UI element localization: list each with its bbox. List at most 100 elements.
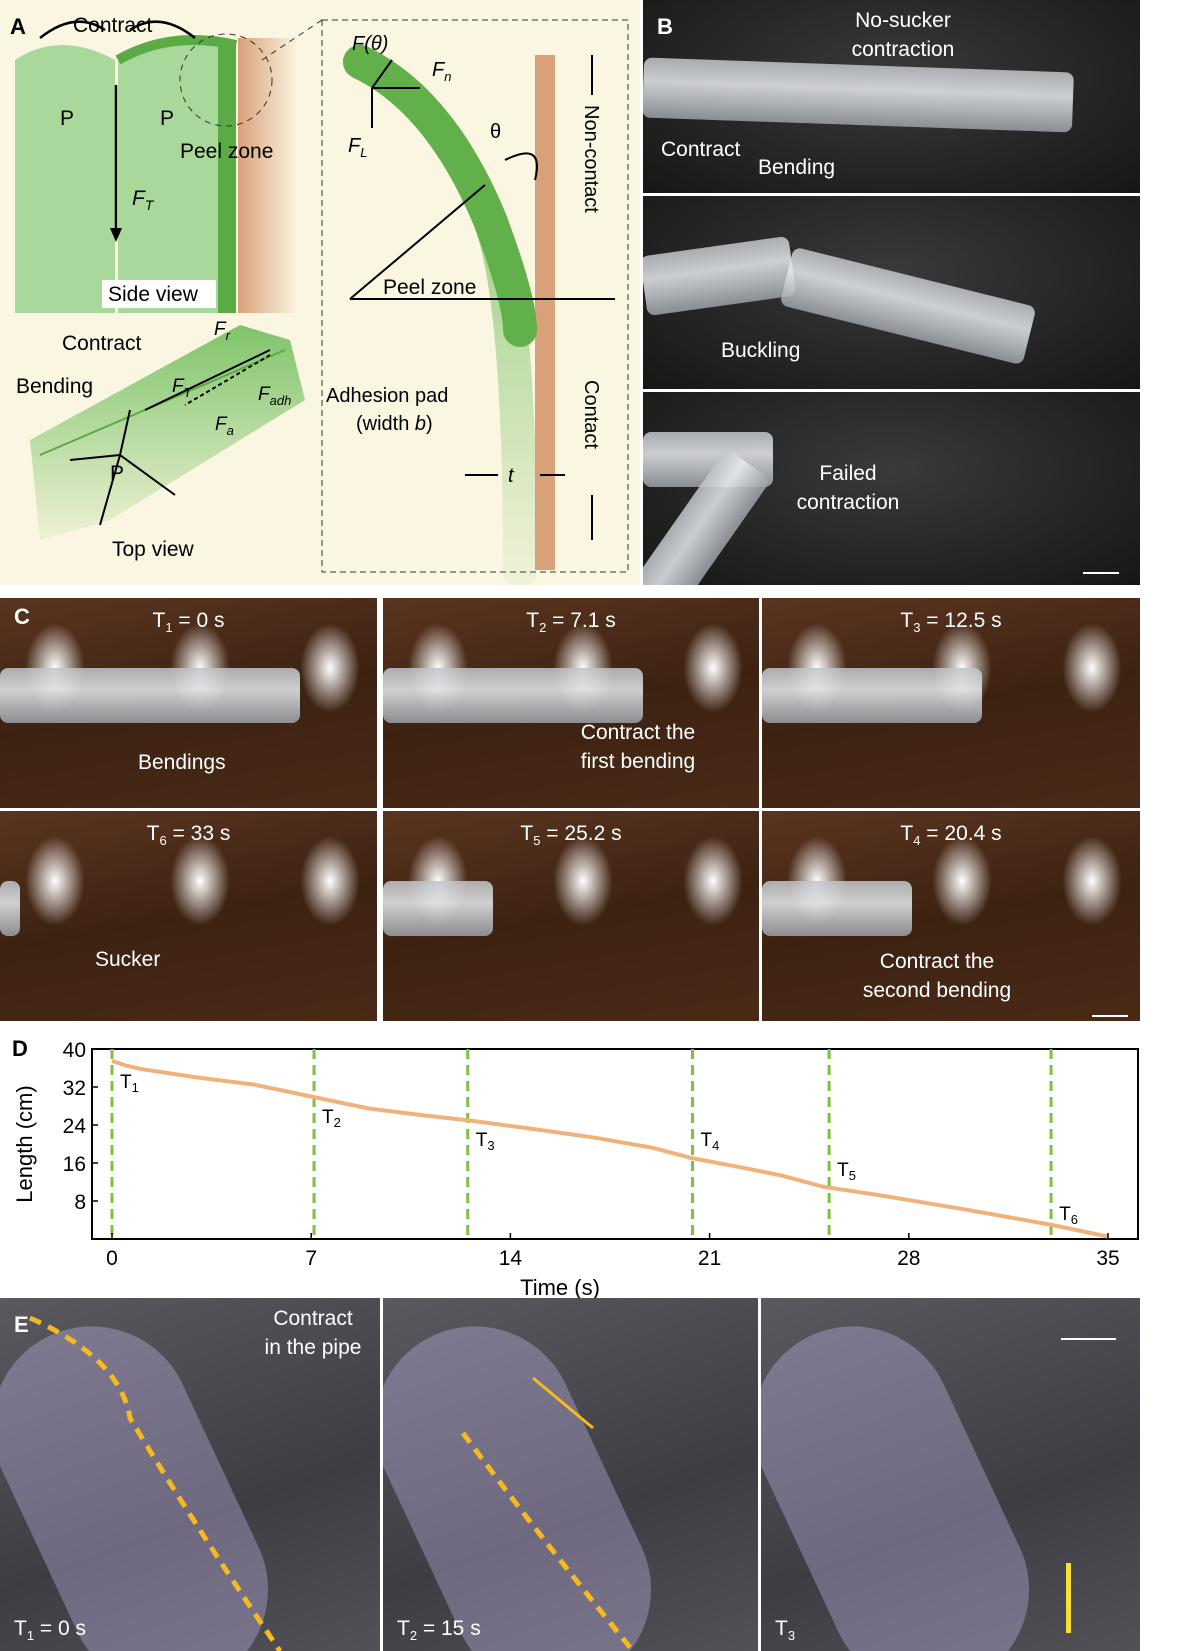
scale-bar <box>1061 1338 1116 1340</box>
x-tick-label: 0 <box>106 1247 118 1270</box>
peel-zone-detail-label: Peel zone <box>383 276 476 299</box>
contract-first-line-2: first bending <box>580 750 696 773</box>
y-tick-label: 32 <box>63 1077 86 1100</box>
frame-label-e1: T1 = 0 s <box>14 1614 86 1650</box>
sucker-label: Sucker <box>95 948 161 971</box>
robot-tube <box>643 57 1074 133</box>
panel-label-a: A <box>10 14 26 39</box>
adhesion-pad-label: Adhesion pad <box>326 385 448 407</box>
y-axis-label: Length (cm) <box>12 1085 37 1202</box>
marker-symbol: T <box>476 1130 488 1151</box>
marker-label-6: T6 <box>1059 1204 1078 1227</box>
contract-label: Contract <box>661 138 741 161</box>
panel-a: Contract P P Peel zone FT Side view Cont… <box>0 0 640 587</box>
motion-arrow <box>532 1376 594 1430</box>
panel-e-photo-3: T3 <box>761 1298 1140 1651</box>
fn-label: Fn <box>432 59 451 84</box>
scale-bar <box>1083 572 1119 574</box>
x-axis-label: Time (s) <box>520 1275 600 1298</box>
frame-index: 4 <box>913 833 921 849</box>
robot-tube <box>0 881 20 936</box>
robot-tube <box>762 668 982 723</box>
marker-label-5: T5 <box>837 1160 856 1183</box>
frame-time: = 12.5 s <box>920 609 1002 632</box>
non-contact-label: Non-contact <box>580 105 602 213</box>
marker-index: 1 <box>132 1080 139 1095</box>
contract-arrow-right <box>129 20 196 39</box>
robot-outline <box>460 1376 635 1651</box>
frame-symbol: T <box>146 822 160 845</box>
marker-label-4: T4 <box>701 1130 720 1153</box>
light-reflection <box>683 836 743 926</box>
frame-time-label: T5 = 25.2 s <box>383 819 759 855</box>
tension-arrow-head <box>110 228 122 242</box>
frame-index: 1 <box>26 1628 35 1644</box>
pressure-label: P <box>60 107 74 130</box>
x-tick-label: 35 <box>1096 1247 1119 1270</box>
adhesion-layer <box>218 45 236 313</box>
marker-index: 6 <box>1071 1212 1078 1227</box>
frame-label-e3: T3 <box>775 1614 795 1650</box>
pressure-arrow <box>119 454 176 496</box>
frame-time: = 25.2 s <box>540 822 622 845</box>
light-reflection <box>1062 623 1122 713</box>
light-reflection <box>1062 836 1122 926</box>
bending-label: Bending <box>758 156 836 179</box>
light-reflection <box>932 836 992 926</box>
frame-symbol: T <box>520 822 534 845</box>
force-fadh-label: Fadh <box>258 384 291 408</box>
mechanics-diagram: Contract P P Peel zone FT Side view Cont… <box>15 14 629 587</box>
marker-symbol: T <box>1059 1204 1071 1225</box>
frame-index: 2 <box>409 1628 418 1644</box>
y-tick-label: 16 <box>63 1153 86 1176</box>
frame-time-label: T2 = 7.1 s <box>383 606 759 642</box>
contract-label-bottom: Contract <box>62 332 142 355</box>
frame-symbol: T <box>397 1617 410 1640</box>
frame-time: = 20.4 s <box>920 822 1002 845</box>
theta-arc <box>504 152 538 181</box>
marker-symbol: T <box>837 1160 849 1181</box>
light-reflection <box>683 623 743 713</box>
frame-symbol: T <box>14 1617 27 1640</box>
frame-time: = 15 s <box>417 1617 481 1640</box>
frame-symbol: T <box>526 609 540 632</box>
pipe-body <box>761 1298 1062 1651</box>
frame-index: 1 <box>165 620 173 636</box>
width-b-label: (width b) <box>356 413 433 435</box>
marker-symbol: T <box>322 1107 334 1128</box>
contract-pipe-line-1: Contract <box>273 1307 353 1330</box>
pressure-label: P <box>160 107 174 130</box>
failed-line-2: contraction <box>796 491 900 514</box>
light-reflection <box>25 836 85 926</box>
frame-time: = 0 s <box>172 609 225 632</box>
thickness-label: t <box>508 465 515 487</box>
f-theta-label: F(θ) <box>352 33 388 55</box>
robot-tube <box>383 668 643 723</box>
pressure-arrow <box>69 454 121 461</box>
force-fr-label: Fr <box>214 319 231 343</box>
pressure-arrow <box>99 454 121 526</box>
left-chamber <box>15 45 115 313</box>
buckling-label: Buckling <box>721 339 801 362</box>
scale-bar <box>1092 1015 1128 1017</box>
side-view-label-bg <box>102 280 216 308</box>
detail-frame <box>321 19 629 573</box>
peel-zone-label: Peel zone <box>180 140 273 163</box>
peel-zone-hypotenuse <box>349 184 486 300</box>
robot-tube <box>779 246 1037 366</box>
frame-symbol: T <box>900 609 914 632</box>
marker-symbol: T <box>120 1072 132 1093</box>
robot-tube <box>383 881 493 936</box>
frame-label-e2: T2 = 15 s <box>397 1614 481 1650</box>
panel-c-frame: T3 = 12.5 s <box>762 598 1140 808</box>
peel-zone-circle <box>179 33 273 127</box>
marker-line <box>1066 1563 1071 1633</box>
marker-index: 4 <box>712 1138 719 1153</box>
